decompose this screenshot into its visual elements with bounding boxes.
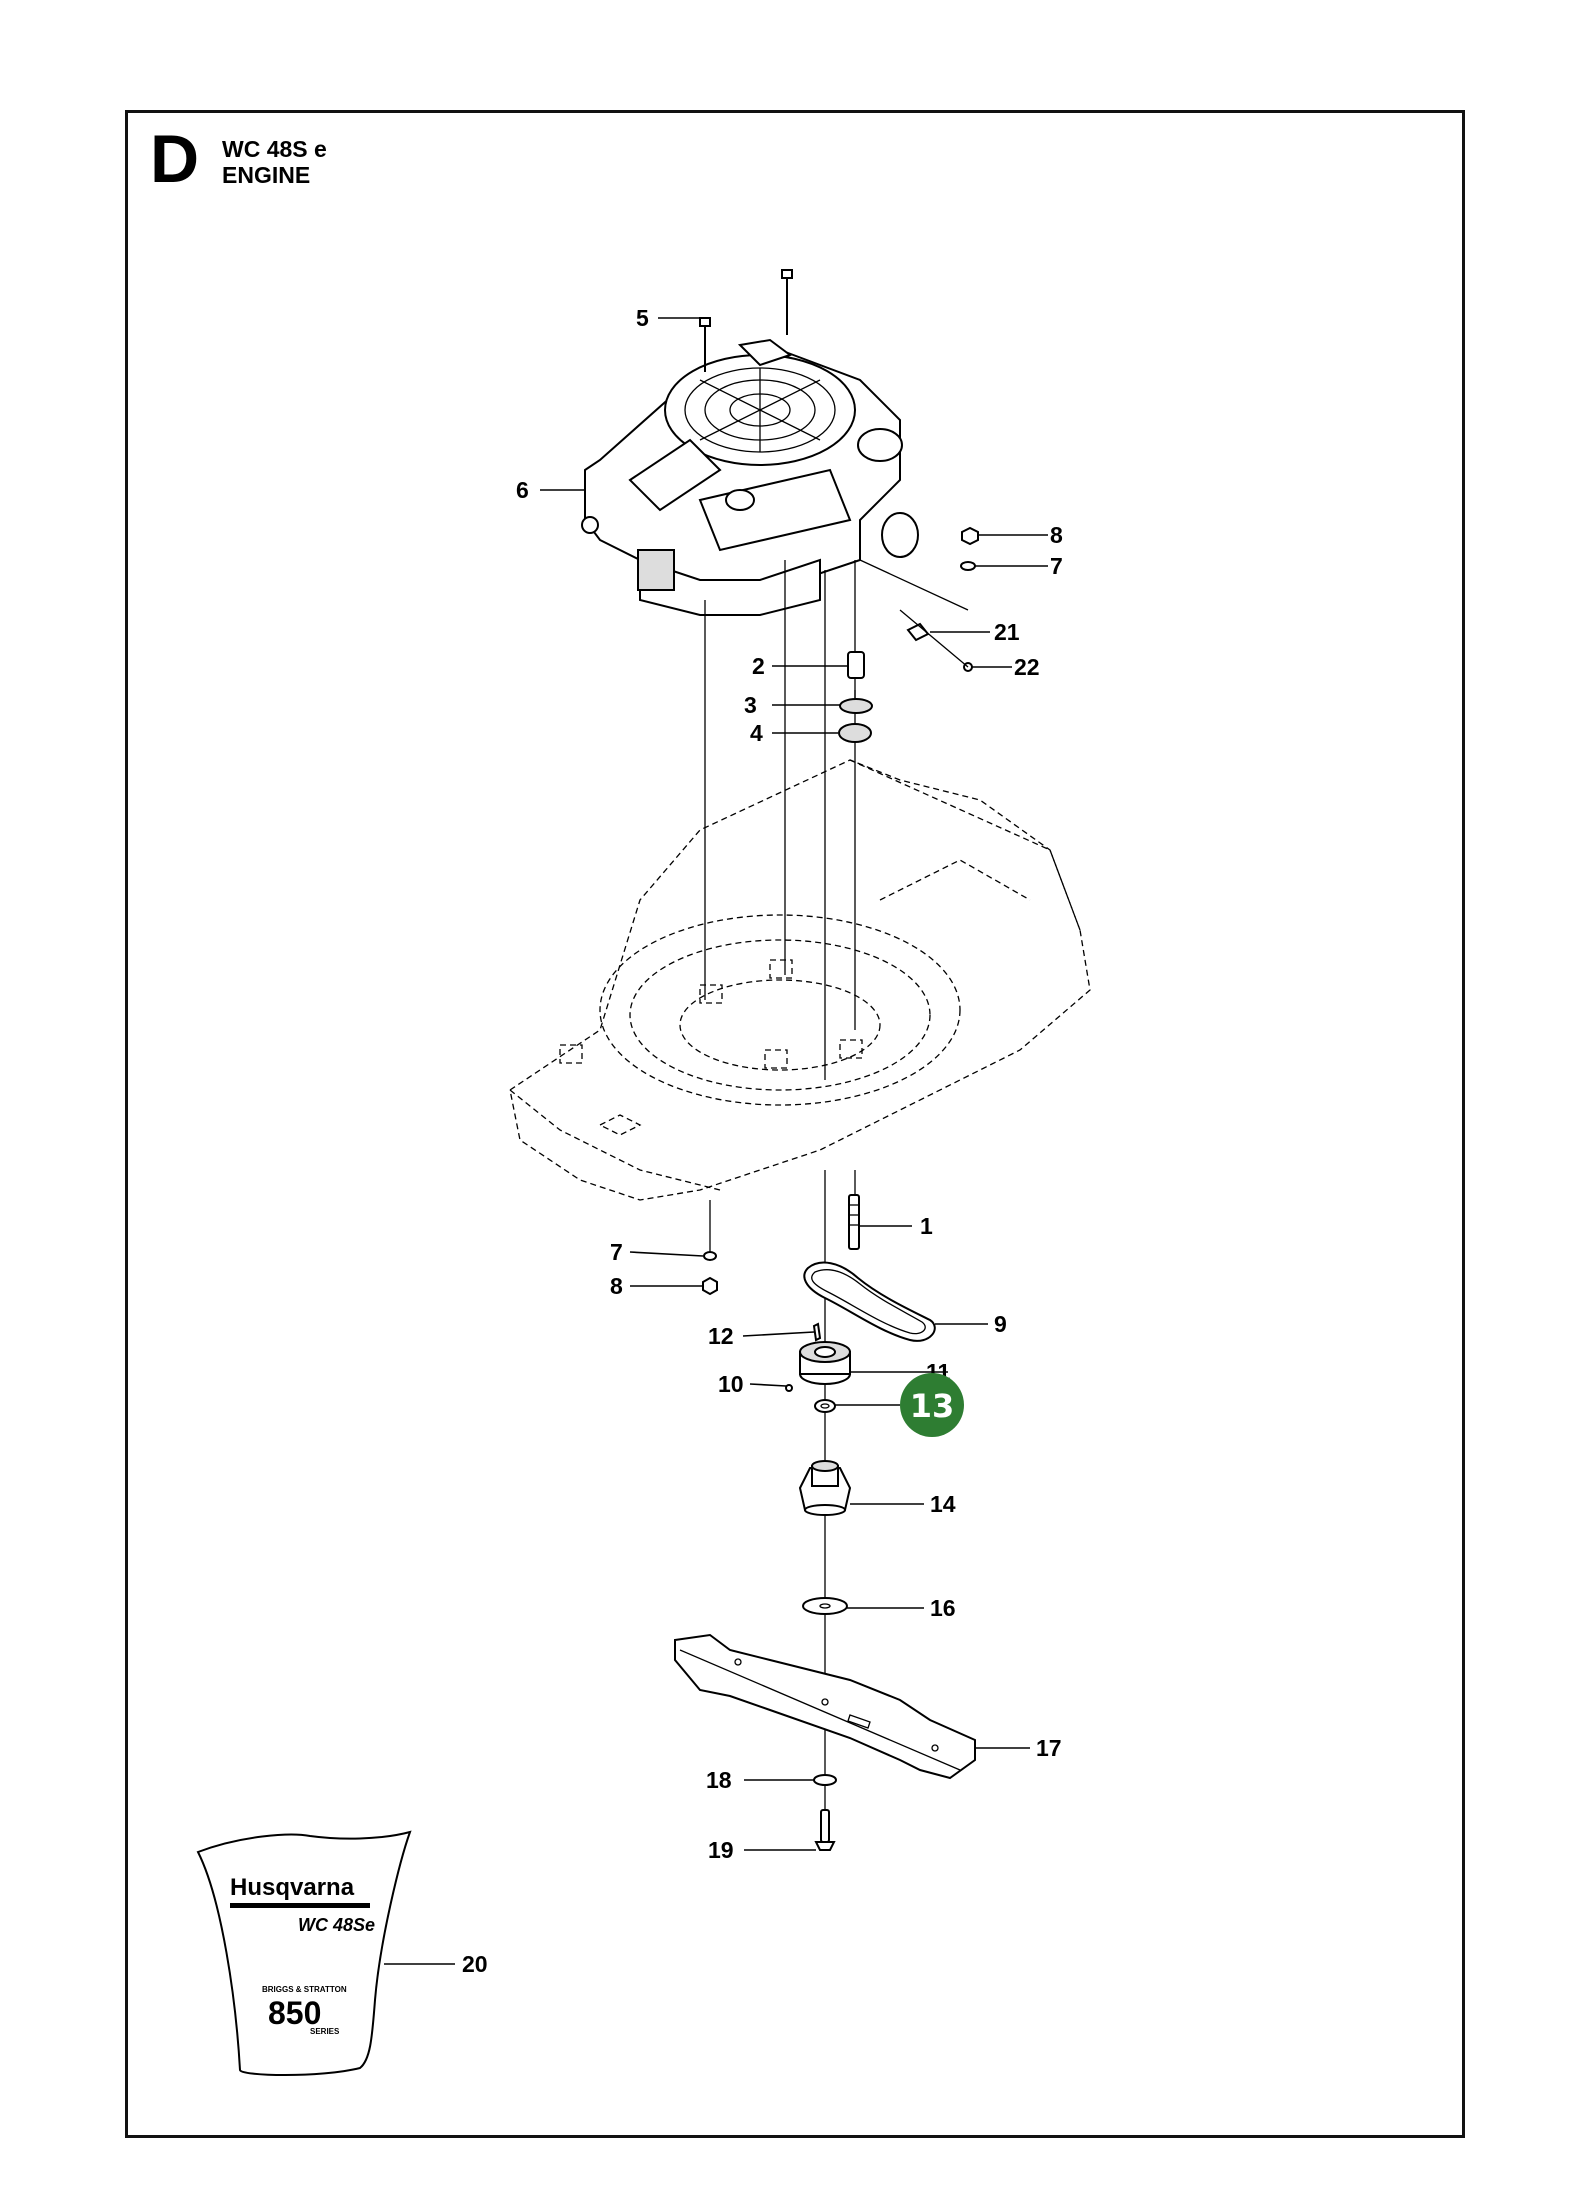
callout-10: 10 [718,1371,744,1397]
callout-16: 16 [930,1595,956,1621]
callout-7-upper: 7 [1050,553,1063,579]
part-12-key [812,1322,822,1342]
part-17-blade [674,1633,976,1780]
part-13-washer [814,1399,836,1413]
decal-engine-line: BRIGGS & STRATTON [262,1985,347,1994]
part-9-belt [803,1261,936,1342]
part-18-washer [813,1774,837,1786]
part-20-decal: Husqvarna WC 48Se BRIGGS & STRATTON 850 … [196,1830,412,2076]
part-14-blade-adapter [798,1460,852,1516]
decal-engine-sub: SERIES [310,2027,340,2036]
highlight-callout-13[interactable]: 13 [900,1373,964,1437]
part-3-seal [839,698,873,714]
part-11-pulley [799,1341,851,1385]
decal-engine-num: 850 [268,1995,321,2031]
callout-22: 22 [1014,654,1040,680]
decal-model: WC 48Se [298,1915,375,1935]
callout-17: 17 [1036,1735,1062,1761]
callout-12: 12 [708,1323,734,1349]
engine [581,338,919,616]
callout-14: 14 [930,1491,956,1517]
section-name: ENGINE [222,162,311,188]
part-1-bolt [848,1194,860,1250]
callout-1: 1 [920,1213,933,1239]
highlight-circle[interactable] [900,1373,964,1437]
leader-lines [384,317,1048,1965]
highlight-number[interactable]: 13 [910,1387,955,1425]
bolt-5 [699,269,793,372]
callout-8-upper: 8 [1050,522,1063,548]
part-16-washer [802,1597,848,1615]
callout-8-lower: 8 [610,1273,623,1299]
part-8-nut-lower [702,1276,718,1296]
part-7-washer-upper [960,561,976,571]
section-title: WC 48S e ENGINE [222,136,327,188]
callout-3: 3 [744,692,757,718]
decal-brand: Husqvarna [230,1874,355,1901]
mower-deck [509,759,1091,1201]
callout-21: 21 [994,619,1020,645]
section-model: WC 48S e [222,136,327,162]
part-4-bearing [838,723,872,743]
part-8-nut-upper [961,526,979,546]
callout-18: 18 [706,1767,732,1793]
callout-5: 5 [636,305,649,331]
section-letter: D [150,121,200,197]
callout-20: 20 [462,1951,488,1977]
callout-4: 4 [750,720,763,746]
callout-7-lower: 7 [610,1239,623,1265]
callout-6: 6 [516,477,529,503]
part-19-bolt [814,1809,836,1851]
callout-19: 19 [708,1837,734,1863]
part-10-screw [785,1384,793,1392]
callout-9: 9 [994,1311,1007,1337]
page-frame [125,110,1465,2138]
part-2-spacer [847,651,865,679]
part-7-washer-lower [703,1251,717,1261]
part-21-clip [906,622,930,642]
callout-2: 2 [752,653,765,679]
callout-labels: 5 6 8 7 21 22 2 3 4 1 7 8 9 12 10 11 14 … [462,305,1063,1977]
